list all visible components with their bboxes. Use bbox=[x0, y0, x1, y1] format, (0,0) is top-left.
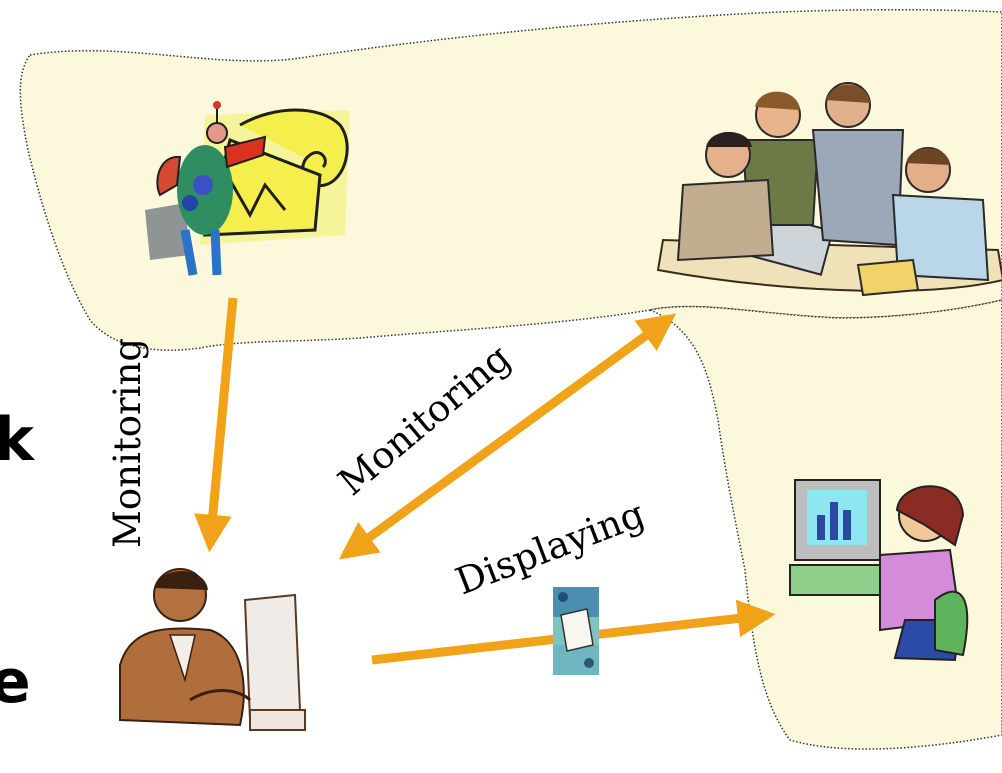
label-displaying: Displaying bbox=[450, 492, 651, 603]
document-card-icon bbox=[553, 587, 599, 675]
label-monitoring-vertical: Monitoring bbox=[106, 338, 149, 548]
arrow-operator-team-bidirectional bbox=[338, 313, 677, 560]
operator-at-computer-icon bbox=[119, 568, 306, 731]
edge-fragment-bottom: e bbox=[0, 647, 31, 717]
arrow-scroll-to-operator bbox=[193, 297, 238, 553]
scroll-figure-icon bbox=[145, 101, 350, 276]
edge-fragment-top: k bbox=[0, 405, 34, 475]
business-team-icon bbox=[656, 82, 1002, 297]
woman-at-computer-icon bbox=[789, 479, 969, 662]
label-monitoring-diagonal: Monitoring bbox=[330, 336, 519, 504]
